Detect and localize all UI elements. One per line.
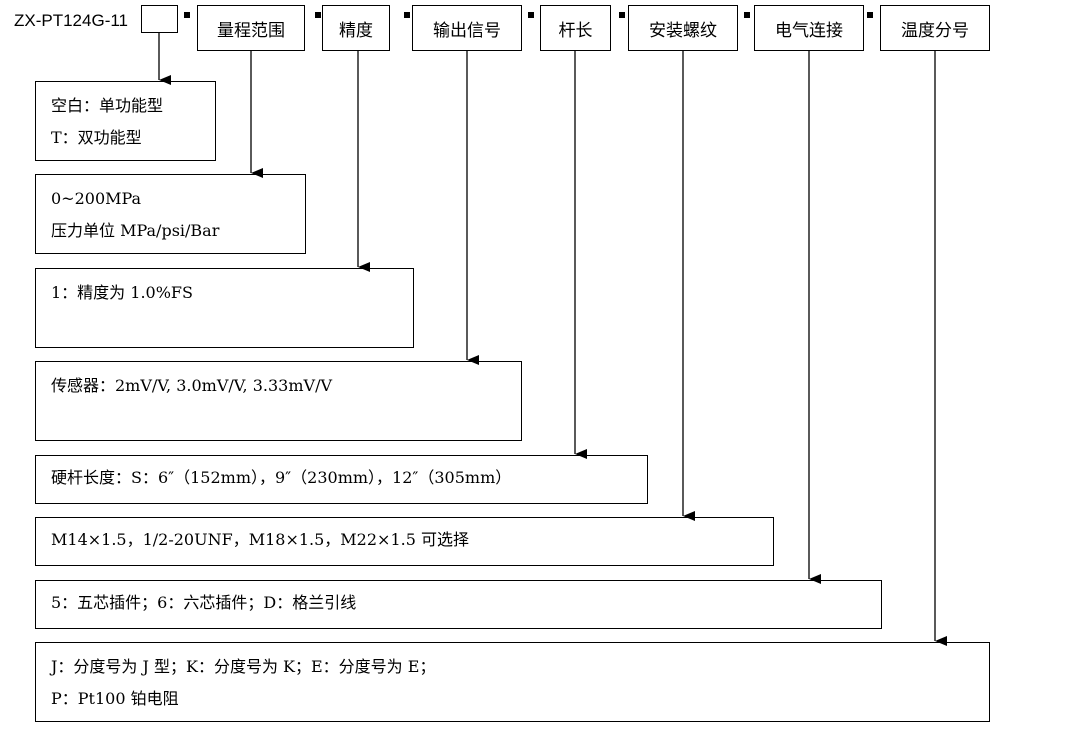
field-range: 量程范围 bbox=[197, 5, 305, 51]
option-box-rod-length: 硬杆长度：S：6″（152mm），9″（230mm），12″（305mm） bbox=[35, 455, 648, 504]
option-text: 硬杆长度：S：6″（152mm），9″（230mm），12″（305mm） bbox=[51, 468, 512, 487]
option-text: 0~200MPa bbox=[51, 189, 142, 208]
option-text: P：Pt100 铂电阻 bbox=[51, 689, 179, 708]
separator-dash bbox=[404, 12, 410, 18]
field-temperature-type: 温度分号 bbox=[880, 5, 990, 51]
field-electrical-connection: 电气连接 bbox=[754, 5, 864, 51]
separator-dash bbox=[528, 12, 534, 18]
function-type-blank bbox=[141, 5, 178, 33]
option-text: M14×1.5，1/2-20UNF，M18×1.5，M22×1.5 可选择 bbox=[51, 530, 469, 549]
separator-dash bbox=[619, 12, 625, 18]
option-box-output-signal: 传感器：2mV/V, 3.0mV/V, 3.33mV/V bbox=[35, 361, 522, 441]
option-text: 传感器：2mV/V, 3.0mV/V, 3.33mV/V bbox=[51, 376, 333, 395]
field-rod-length: 杆长 bbox=[540, 5, 611, 51]
field-output-signal: 输出信号 bbox=[412, 5, 522, 51]
separator-dash bbox=[744, 12, 750, 18]
option-box-temperature-type: J：分度号为 J 型；K：分度号为 K；E：分度号为 E； P：Pt100 铂电… bbox=[35, 642, 990, 722]
option-text: 1：精度为 1.0%FS bbox=[51, 283, 193, 302]
option-text: 5：五芯插件；6：六芯插件；D：格兰引线 bbox=[51, 593, 357, 612]
option-box-range: 0~200MPa 压力单位 MPa/psi/Bar bbox=[35, 174, 306, 254]
option-box-mounting-thread: M14×1.5，1/2-20UNF，M18×1.5，M22×1.5 可选择 bbox=[35, 517, 774, 566]
separator-dash bbox=[867, 12, 873, 18]
field-accuracy: 精度 bbox=[322, 5, 390, 51]
option-box-accuracy: 1：精度为 1.0%FS bbox=[35, 268, 414, 348]
model-code: ZX-PT124G-11 bbox=[14, 11, 129, 30]
field-mounting-thread: 安装螺纹 bbox=[628, 5, 738, 51]
option-text: 空白：单功能型 bbox=[51, 96, 164, 115]
separator-dash bbox=[315, 12, 321, 18]
option-text: 压力单位 MPa/psi/Bar bbox=[51, 221, 220, 240]
option-text: T：双功能型 bbox=[51, 128, 142, 147]
separator-dash bbox=[184, 12, 190, 18]
option-box-function-type: 空白：单功能型 T：双功能型 bbox=[35, 81, 216, 161]
option-box-electrical-connection: 5：五芯插件；6：六芯插件；D：格兰引线 bbox=[35, 580, 882, 629]
option-text: J：分度号为 J 型；K：分度号为 K；E：分度号为 E； bbox=[51, 657, 436, 676]
